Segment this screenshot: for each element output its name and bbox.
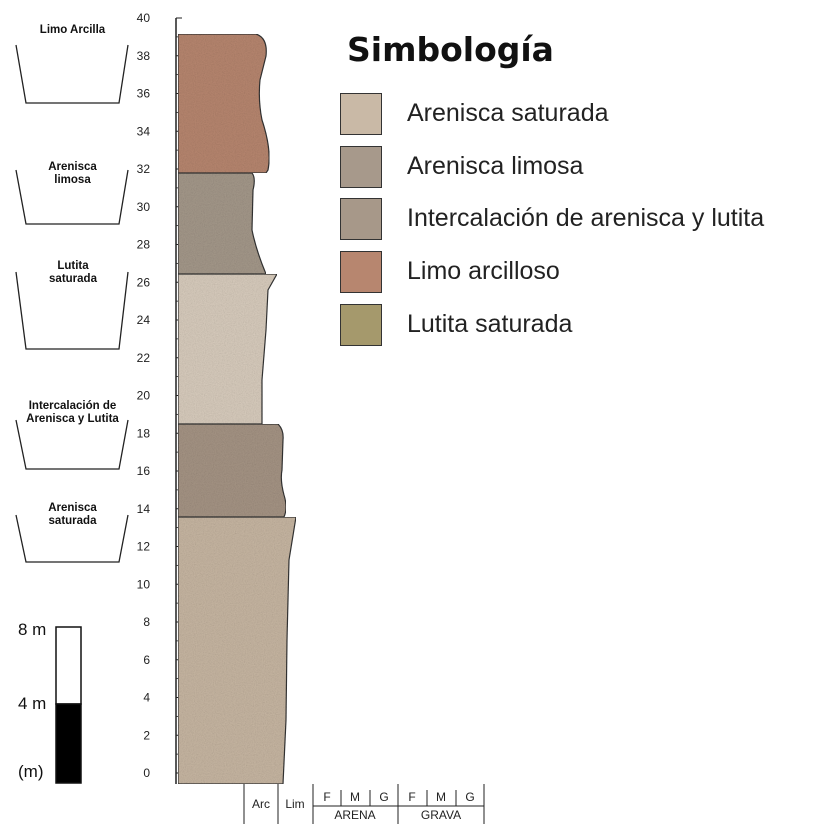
gravel-m-label: M — [436, 790, 446, 804]
depth-tick-label: 0 — [143, 766, 150, 780]
gravel-g-label: G — [465, 790, 474, 804]
depth-tick-label: 30 — [137, 200, 151, 214]
legend-label: Intercalación de arenisca y lutita — [407, 204, 764, 233]
legend-item: Arenisca saturada — [340, 93, 820, 137]
sand-g-label: G — [379, 790, 388, 804]
unit-label-intercalacion: Intercalación de Arenisca y Lutita — [20, 400, 125, 426]
depth-tick-label: 22 — [137, 351, 151, 365]
depth-tick-label: 12 — [137, 540, 151, 554]
legend-label: Arenisca saturada — [407, 99, 609, 128]
texture-silt-label: Lim — [285, 797, 304, 811]
depth-tick-label: 28 — [137, 238, 151, 252]
scale-label-8m: 8 m — [18, 620, 46, 640]
depth-tick-label: 8 — [143, 615, 150, 629]
lithology-units — [178, 34, 296, 784]
unit-arenisca-saturada — [178, 517, 296, 784]
unit-arenisca-limosa — [178, 173, 266, 274]
depth-tick-label: 4 — [143, 691, 150, 705]
legend-label: Limo arcilloso — [407, 257, 560, 286]
depth-tick-label: 24 — [137, 313, 151, 327]
unit-lutita-saturada — [178, 274, 277, 424]
legend-item: Lutita saturada — [340, 304, 820, 348]
unit-label-arenisca-saturada: Arenisca saturada — [30, 502, 115, 528]
unit-label-limo-arcilla: Limo Arcilla — [20, 24, 125, 37]
legend-swatch — [340, 251, 382, 293]
depth-tick-label: 16 — [137, 464, 151, 478]
unit-limo-arcilla — [178, 34, 269, 173]
scale-label-unit: (m) — [18, 762, 43, 782]
legend-title: Simbología — [347, 30, 554, 69]
tray-4 — [16, 420, 128, 469]
sand-m-label: M — [350, 790, 360, 804]
scale-label-4m: 4 m — [18, 694, 46, 714]
unit-intercalacion — [178, 424, 286, 517]
sand-f-label: F — [323, 790, 330, 804]
gravel-label: GRAVA — [421, 808, 461, 822]
legend-swatch — [340, 93, 382, 135]
legend-swatch — [340, 304, 382, 346]
unit-label-arenisca-limosa: Arenisca limosa — [30, 161, 115, 187]
depth-tick-label: 32 — [137, 162, 151, 176]
depth-tick-label: 14 — [137, 502, 151, 516]
unit-label-lutita-saturada: Lutita saturada — [38, 260, 108, 286]
sand-label: ARENA — [334, 808, 375, 822]
scale-bar — [56, 627, 81, 783]
legend-item: Limo arcilloso — [340, 251, 820, 295]
tray-1 — [16, 45, 128, 103]
depth-tick-label: 38 — [137, 49, 151, 63]
depth-tick-label: 40 — [137, 11, 151, 25]
depth-tick-label: 20 — [137, 389, 151, 403]
depth-tick-label: 10 — [137, 577, 151, 591]
depth-tick-label: 26 — [137, 275, 151, 289]
legend-item: Arenisca limosa — [340, 146, 820, 190]
depth-tick-label: 36 — [137, 87, 151, 101]
depth-tick-label: 18 — [137, 426, 151, 440]
legend-item: Intercalación de arenisca y lutita — [340, 198, 820, 242]
legend-swatch — [340, 146, 382, 188]
depth-tick-label: 2 — [143, 728, 150, 742]
gravel-f-label: F — [408, 790, 415, 804]
legend-label: Lutita saturada — [407, 310, 572, 339]
depth-tick-label: 6 — [143, 653, 150, 667]
legend-label: Arenisca limosa — [407, 152, 583, 181]
legend-swatch — [340, 198, 382, 240]
unit-trays — [16, 45, 128, 562]
texture-clay-label: Arc — [252, 797, 270, 811]
depth-tick-label: 34 — [137, 124, 151, 138]
